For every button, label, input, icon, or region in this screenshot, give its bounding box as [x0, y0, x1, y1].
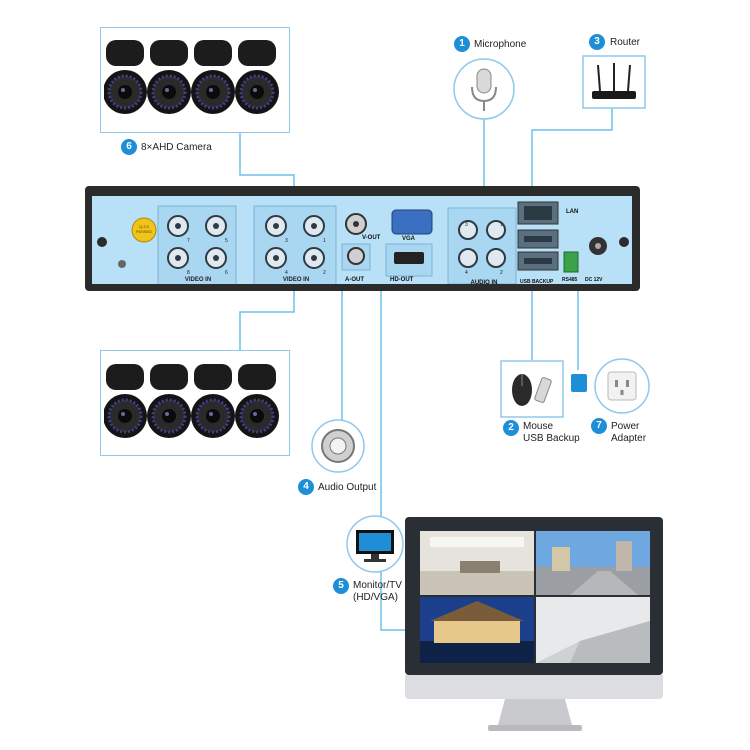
badge-3: 3 — [589, 34, 605, 50]
label-adapter: Adapter — [611, 433, 647, 444]
label-vga: VGA — [402, 236, 416, 242]
ch-left-1: 7 — [187, 238, 190, 244]
camera-icon — [189, 38, 237, 116]
camera-icon — [145, 38, 193, 116]
ch-right-4: 2 — [323, 270, 326, 276]
label-video-in-left: VIDEO IN — [184, 277, 212, 283]
audio-ch-4: 2 — [500, 270, 503, 276]
ch-right-1: 3 — [285, 238, 288, 244]
dvr-logo: Q-C3 PASSED — [136, 224, 152, 234]
label-lan: LAN — [566, 209, 579, 215]
label-a-out: A-OUT — [345, 277, 364, 283]
monitor-chin — [405, 675, 663, 699]
label-microphone: Microphone — [474, 39, 527, 50]
badge-2: 2 — [503, 420, 519, 436]
wire-bottom-cameras — [239, 270, 295, 350]
monitor-stand — [488, 699, 582, 731]
label-dc12v: DC 12V — [585, 277, 603, 283]
top-cameras — [104, 38, 281, 116]
label-camera: 8×AHD Camera — [141, 142, 212, 153]
label-hd-out: HD-OUT — [390, 277, 414, 283]
badge-5: 5 — [333, 578, 349, 594]
audio-ch-2: 1 — [500, 222, 503, 228]
router-icon — [582, 55, 646, 109]
badge-7: 7 — [591, 418, 607, 434]
label-router: Router — [610, 37, 641, 48]
speaker-jack-icon — [311, 419, 365, 473]
label-mouse: Mouse — [523, 421, 554, 432]
label-audio-in: AUDIO IN — [470, 280, 498, 286]
ch-left-4: 6 — [225, 270, 228, 276]
ch-left-3: 8 — [187, 270, 190, 276]
monitor-icon — [346, 515, 404, 573]
power-outlet-icon — [594, 358, 650, 414]
audio-ch-3: 4 — [465, 270, 468, 276]
wire-monitor — [380, 270, 405, 631]
label-video-in-right: VIDEO IN — [282, 277, 310, 283]
microphone-icon — [453, 58, 515, 120]
dvr-ports — [97, 201, 629, 284]
wire-router — [531, 108, 613, 205]
ch-right-3: 4 — [285, 270, 288, 276]
label-v-out: V-OUT — [362, 235, 381, 241]
bottom-cameras — [104, 362, 281, 440]
ch-right-2: 1 — [323, 238, 326, 244]
label-usb-backup: USB BACKUP — [520, 279, 554, 285]
label-monitor: Monitor/TV — [353, 580, 402, 591]
audio-ch-1: 3 — [465, 222, 468, 228]
camera-icon — [189, 362, 237, 440]
power-plug-icon — [571, 374, 587, 392]
camera-icon — [233, 362, 281, 440]
badge-4: 4 — [298, 479, 314, 495]
label-usb-backup-desc: USB Backup — [523, 433, 580, 444]
badge-6: 6 — [121, 139, 137, 155]
label-hd-vga: (HD/VGA) — [353, 592, 398, 603]
label-rs485: RS485 — [562, 277, 578, 283]
camera-icon — [233, 38, 281, 116]
camera-icon — [145, 362, 193, 440]
badge-1: 1 — [454, 36, 470, 52]
label-audio-output: Audio Output — [318, 482, 377, 493]
label-power: Power — [611, 421, 640, 432]
monitor-screen — [420, 531, 650, 663]
mouse-usb-icon — [500, 360, 564, 418]
ch-left-2: 5 — [225, 238, 228, 244]
